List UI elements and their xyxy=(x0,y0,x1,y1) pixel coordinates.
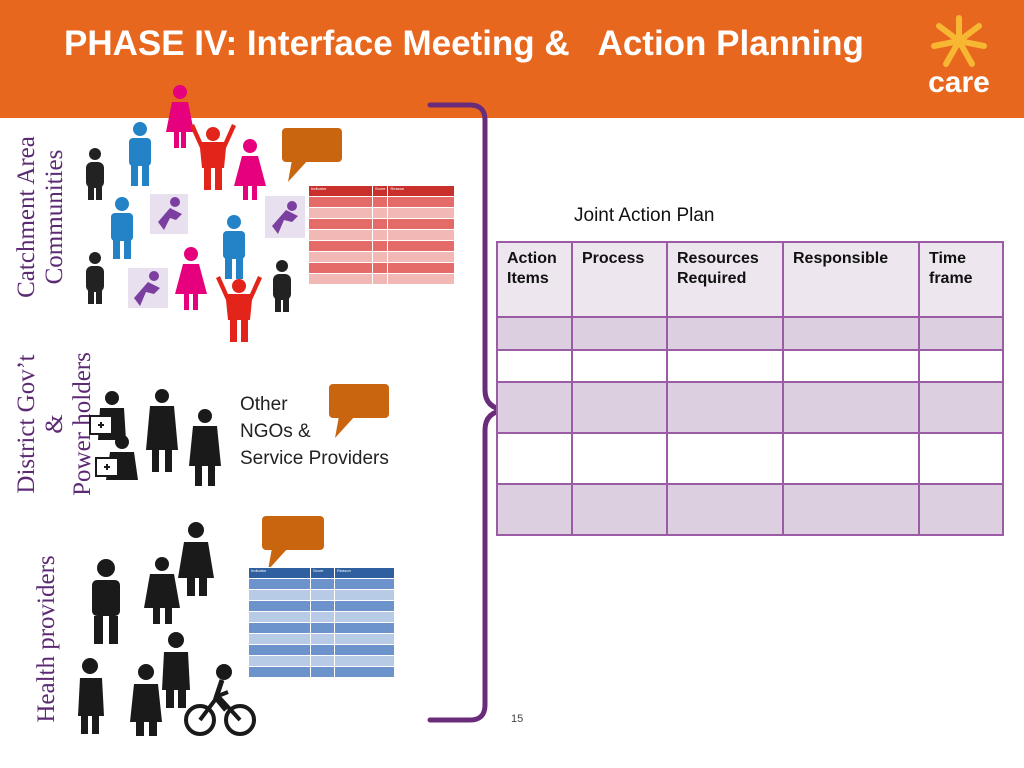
person-icon xyxy=(175,247,207,310)
care-logo-hands-icon xyxy=(931,15,987,67)
person-icon xyxy=(128,268,168,308)
page-number: 15 xyxy=(511,713,524,725)
person-icon xyxy=(166,85,194,148)
bicycle-icon xyxy=(184,664,256,736)
person-icon xyxy=(144,557,180,624)
column-header: Resources Required xyxy=(666,241,784,318)
slide-title: PHASE IV: Interface Meeting & Action Pla… xyxy=(64,24,864,63)
table-row xyxy=(496,381,1004,434)
person-icon xyxy=(273,260,291,312)
doctor-icon xyxy=(95,435,138,480)
person-icon xyxy=(265,196,305,238)
person-icon xyxy=(92,559,120,644)
person-icon xyxy=(178,522,214,596)
health-providers-group xyxy=(78,522,256,736)
joint-action-plan-title: Joint Action Plan xyxy=(574,205,715,226)
scorecard-header: Indicator xyxy=(248,567,311,579)
person-icon xyxy=(129,122,151,186)
person-icon xyxy=(223,215,245,279)
label-catchment-communities: Catchment Area Communities xyxy=(13,136,68,298)
speech-bubble-icon xyxy=(282,128,342,182)
table-header-row: Action Items Process Resources Required … xyxy=(496,241,1004,318)
person-icon xyxy=(86,252,104,304)
label-district-government: District Gov’t & Power holders xyxy=(13,352,96,496)
person-icon xyxy=(78,658,104,734)
person-icon xyxy=(86,148,104,200)
column-header: Responsible xyxy=(782,241,920,318)
person-icon xyxy=(150,194,188,234)
other-ngos-label: Other NGOs & Service Providers xyxy=(240,394,389,469)
community-people-group xyxy=(86,85,305,342)
person-icon xyxy=(190,124,236,190)
speech-bubble-icon xyxy=(262,516,324,570)
table-row xyxy=(496,349,1004,383)
scorecard-header: Reason xyxy=(334,567,395,579)
joint-action-plan-table: Action Items Process Resources Required … xyxy=(496,241,1004,536)
person-icon xyxy=(130,664,162,736)
column-header: Process xyxy=(571,241,668,318)
column-header: Time frame xyxy=(918,241,1004,318)
table-row xyxy=(496,432,1004,485)
health-scorecard-table: Indicator Score Reason xyxy=(248,567,395,678)
scorecard-header: Score xyxy=(310,567,335,579)
column-header: Action Items xyxy=(496,241,573,318)
scorecard-header: Indicator xyxy=(308,185,373,197)
person-icon xyxy=(216,276,262,342)
doctor-icon xyxy=(189,409,221,486)
table-row xyxy=(496,316,1004,351)
scorecard-header: Score xyxy=(371,185,389,197)
label-health-providers: Health providers xyxy=(33,555,60,723)
table-row xyxy=(496,483,1004,536)
community-scorecard-table: Indicator Score Reason xyxy=(308,185,455,285)
person-icon xyxy=(234,139,266,200)
care-logo-text: care xyxy=(928,66,990,99)
speech-bubble-icon xyxy=(329,384,389,438)
person-icon xyxy=(162,632,190,708)
person-icon xyxy=(111,197,133,259)
header-torn-edge xyxy=(0,96,1024,118)
doctor-icon xyxy=(89,391,126,440)
care-logo: care xyxy=(924,12,994,102)
district-officials-group xyxy=(89,389,221,486)
doctor-icon xyxy=(146,389,178,472)
